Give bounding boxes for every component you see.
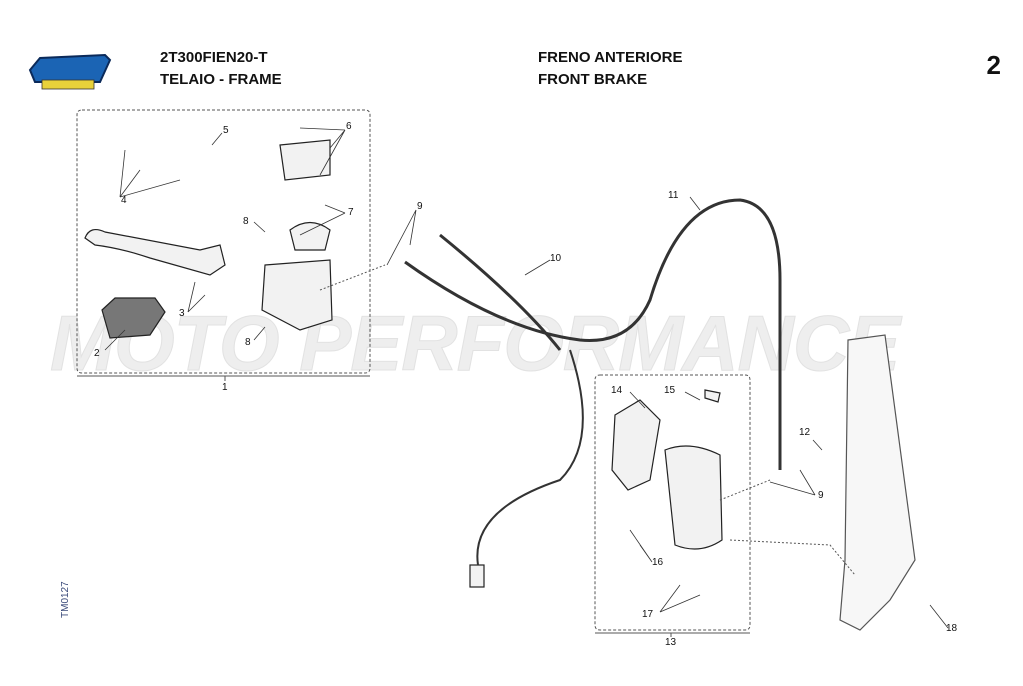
brake-lever	[84, 228, 226, 276]
pad-spring	[704, 389, 721, 403]
watermark: MOTO PERFORMANCE	[50, 299, 902, 387]
lever-assembly-group-box	[76, 109, 371, 374]
model-code: 2T300FIEN20-T	[160, 49, 268, 66]
page-number: 2	[986, 50, 1001, 80]
callout-7: 7	[348, 207, 354, 218]
brake-hose-11	[404, 198, 782, 470]
section-title: TELAIO - FRAME	[160, 71, 282, 88]
callout-9: 9	[818, 490, 824, 501]
group-title-it: FRENO ANTERIORE	[538, 49, 683, 66]
sensor-cable	[476, 349, 584, 566]
callout-13: 13	[665, 637, 677, 648]
callout-15: 15	[664, 385, 676, 396]
callout-17: 17	[642, 609, 654, 620]
lever-guard	[101, 297, 166, 339]
callout-4: 4	[121, 195, 127, 206]
callout-2: 2	[94, 348, 100, 359]
sensor-connector	[469, 564, 485, 588]
callout-18: 18	[946, 623, 958, 634]
brake-pads	[611, 399, 661, 491]
brake-caliper	[664, 445, 723, 550]
callout-11: 11	[668, 190, 679, 201]
callout-8: 8	[243, 216, 249, 227]
caliper-assembly-group-box	[594, 374, 751, 631]
brake-hose-10	[439, 233, 562, 351]
group-title-en: FRONT BRAKE	[538, 71, 648, 88]
callout-1: 1	[222, 382, 228, 393]
callout-14: 14	[611, 385, 623, 396]
callout-labels: 1 2 3 4 5 6 7 8 8 9 9 10 11 12 13 14 15 …	[94, 121, 958, 648]
callout-6: 6	[346, 121, 352, 132]
master-cylinder	[261, 259, 333, 331]
callout-9: 9	[417, 201, 423, 212]
callout-16: 16	[652, 557, 664, 568]
callout-12: 12	[799, 427, 811, 438]
callout-3: 3	[179, 308, 185, 319]
callout-5: 5	[223, 125, 229, 136]
callout-8: 8	[245, 337, 251, 348]
fork-leg	[839, 334, 916, 631]
handlebar-clamp	[289, 221, 331, 251]
tm-racing-logo	[28, 53, 112, 90]
reservoir-cap	[279, 139, 331, 181]
callout-10: 10	[550, 253, 562, 264]
